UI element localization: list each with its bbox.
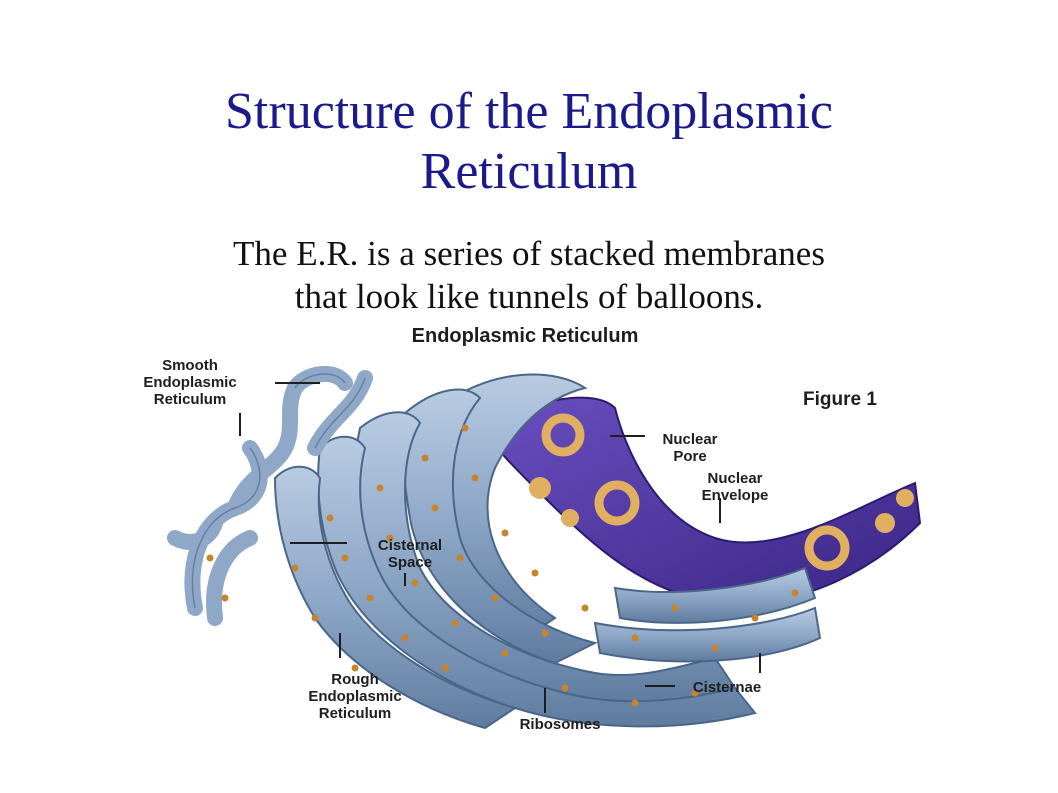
- cisterna: [317, 435, 757, 728]
- label-cisternae: Cisternae: [693, 679, 761, 696]
- ribosome: [456, 554, 464, 562]
- label-cisternal-space-2: Space: [388, 554, 432, 571]
- body-line-1: The E.R. is a series of stacked membrane…: [233, 234, 825, 273]
- ribosome: [791, 589, 799, 597]
- body-line-2: that look like tunnels of balloons.: [294, 277, 764, 316]
- label-rough-er-2: Endoplasmic: [308, 688, 401, 705]
- title-line-2: Reticulum: [420, 143, 638, 200]
- ribosome: [581, 604, 589, 612]
- ribosome: [531, 569, 539, 577]
- label-rough-er-3: Reticulum: [319, 705, 392, 722]
- nuclear-pore: [561, 509, 579, 527]
- tubule: [227, 380, 303, 516]
- ribosome: [751, 614, 759, 622]
- er-diagram: Endoplasmic Reticulum Figure 1 Smooth En…: [115, 318, 930, 738]
- ribosome: [671, 604, 679, 612]
- label-nuclear-envelope-2: Envelope: [702, 487, 769, 504]
- label-ribosomes: Ribosomes: [520, 716, 601, 733]
- ribosome: [401, 634, 409, 642]
- label-nuclear-envelope-1: Nuclear: [707, 470, 762, 487]
- label-cisternal-space-1: Cisternal: [378, 537, 442, 554]
- nuclear-pore: [529, 477, 551, 499]
- label-smooth-er-2: Endoplasmic: [143, 374, 236, 391]
- label-smooth-er-3: Reticulum: [154, 391, 227, 408]
- ribosome: [431, 504, 439, 512]
- ribosome: [451, 619, 459, 627]
- ribosome: [631, 699, 639, 707]
- tubule: [206, 530, 258, 626]
- ribosome: [631, 634, 639, 642]
- ribosome: [441, 664, 449, 672]
- ribosome: [376, 484, 384, 492]
- title-line-1: Structure of the Endoplasmic: [225, 83, 833, 140]
- ribosome: [501, 529, 509, 537]
- tubule: [167, 515, 223, 550]
- ribosome: [311, 614, 319, 622]
- smooth-er-tubule-outlines: [191, 373, 366, 609]
- ribosome: [491, 594, 499, 602]
- ribosome: [206, 554, 214, 562]
- ribosome: [471, 474, 479, 482]
- ribosome: [291, 564, 299, 572]
- nuclear-pore: [804, 525, 850, 571]
- label-rough-er-1: Rough: [331, 671, 378, 688]
- ribosome: [421, 454, 429, 462]
- er-diagram-svg: Endoplasmic Reticulum Figure 1 Smooth En…: [143, 325, 922, 733]
- ribosome: [351, 664, 359, 672]
- ribosome: [541, 629, 549, 637]
- slide-title: Structure of the Endoplasmic Reticulum: [0, 82, 1058, 202]
- tubule: [184, 440, 268, 616]
- leader-lines: [239, 382, 761, 713]
- ribosome: [386, 534, 394, 542]
- figure-heading: Endoplasmic Reticulum: [412, 325, 639, 347]
- label-nuclear-pore-2: Pore: [673, 448, 706, 465]
- ribosome: [341, 554, 349, 562]
- nuclear-pore: [896, 489, 914, 507]
- er-membranes: [273, 373, 822, 730]
- nuclear-pores: [510, 406, 914, 571]
- ribosome: [561, 684, 569, 692]
- cisterna: [273, 465, 518, 730]
- slide-body-text: The E.R. is a series of stacked membrane…: [0, 232, 1058, 318]
- ribosomes-dots: [206, 424, 799, 707]
- ribosome: [461, 424, 469, 432]
- nuclear-pore: [594, 480, 640, 526]
- ribosome: [711, 644, 719, 652]
- ribosome: [411, 579, 419, 587]
- ribosome: [366, 594, 374, 602]
- label-smooth-er-1: Smooth: [162, 357, 218, 374]
- figure-number-label: Figure 1: [803, 389, 877, 410]
- cisterna: [401, 388, 598, 665]
- cisterna: [593, 606, 822, 663]
- ribosome: [221, 594, 229, 602]
- nuclear-pore: [541, 413, 585, 457]
- ribosome: [501, 649, 509, 657]
- cisterna: [613, 566, 817, 624]
- label-nuclear-pore-1: Nuclear: [662, 431, 717, 448]
- nuclear-pore: [875, 513, 895, 533]
- ribosome: [326, 514, 334, 522]
- ribosome: [691, 689, 699, 697]
